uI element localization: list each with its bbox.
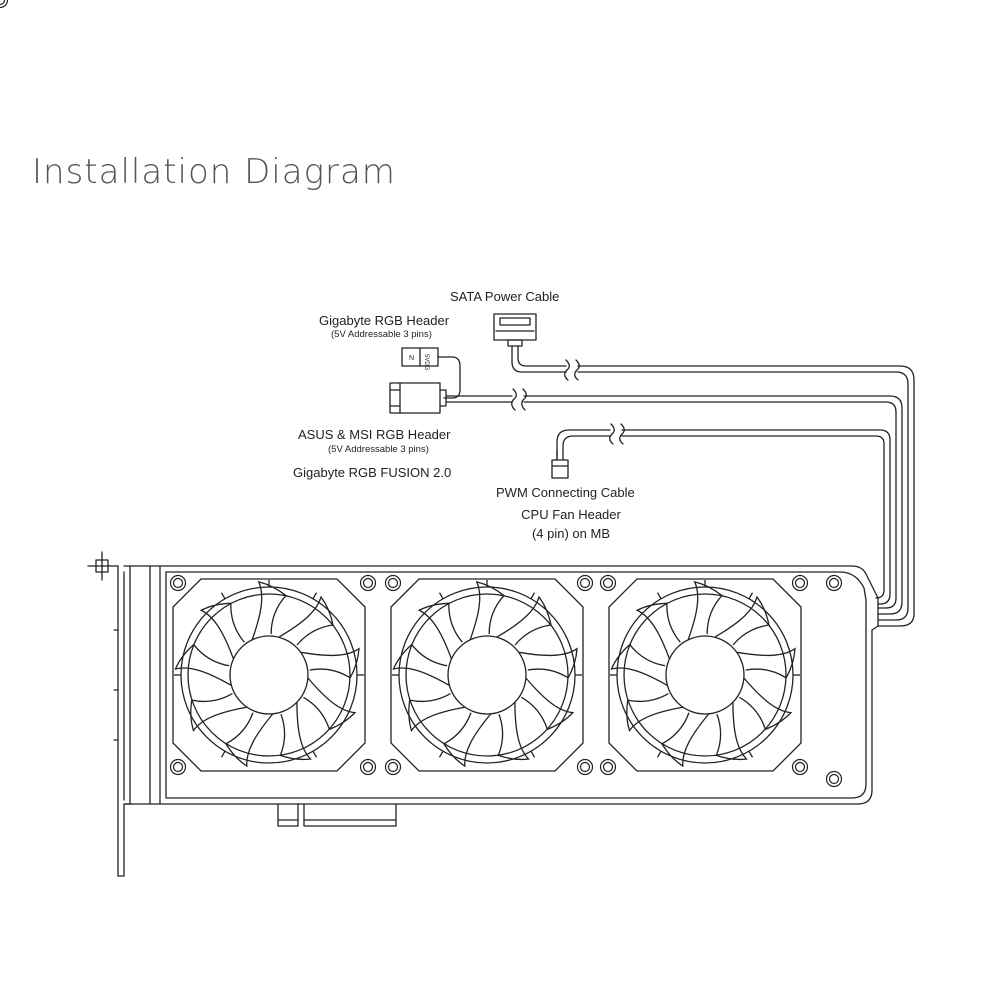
asus-msi-rgb-header-label: ASUS & MSI RGB Header (298, 427, 451, 442)
fan-middle (387, 574, 586, 771)
screw-holes (0, 0, 843, 788)
connector-pin-label: 5VDG (423, 354, 429, 371)
pwm-connector (551, 423, 891, 605)
gigabyte-rgb-header-label: Gigabyte RGB Header (319, 313, 450, 328)
sata-connector (493, 313, 915, 627)
asus-msi-rgb-connector (389, 382, 903, 615)
sata-power-cable-label: SATA Power Cable (450, 289, 560, 304)
cpu-fan-header-label: CPU Fan Header (521, 507, 621, 522)
cpu-fan-header-pin-label: (4 pin) on MB (531, 526, 611, 541)
pwm-connecting-cable-label: PWM Connecting Cable (496, 485, 635, 500)
page-title: Installation Diagram (32, 152, 396, 192)
gigabyte-rgb-header-sub-label: (5V Addressable 3 pins) (331, 329, 432, 340)
fan-left (169, 574, 368, 771)
gigabyte-rgb-connector (401, 347, 461, 399)
fans (169, 574, 804, 771)
asus-msi-rgb-header-sub-label: (5V Addressable 3 pins) (328, 444, 429, 455)
connector-pin-marker: N (409, 355, 414, 362)
fan-right (605, 574, 804, 771)
graphics-card (87, 551, 879, 877)
gigabyte-rgb-fusion-label: Gigabyte RGB FUSION 2.0 (293, 465, 452, 480)
